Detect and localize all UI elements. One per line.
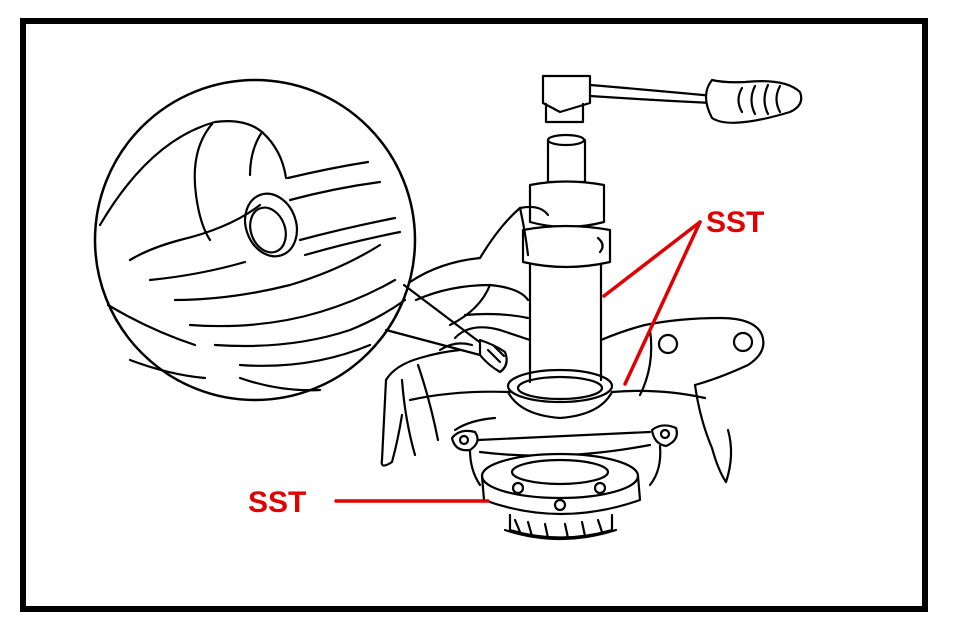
detail-magnifier	[93, 78, 508, 402]
hub-flange	[480, 452, 642, 541]
steering-knuckle	[380, 316, 765, 487]
press-column	[521, 133, 612, 384]
sst-upper-leader-right	[623, 220, 702, 386]
sst-label-lower: SST	[248, 486, 306, 519]
sst-callout-lines	[334, 220, 702, 503]
hand	[408, 205, 550, 327]
press-ram	[541, 74, 803, 124]
sst-label-upper: SST	[706, 206, 764, 239]
sst-upper-leader-left	[602, 220, 702, 298]
